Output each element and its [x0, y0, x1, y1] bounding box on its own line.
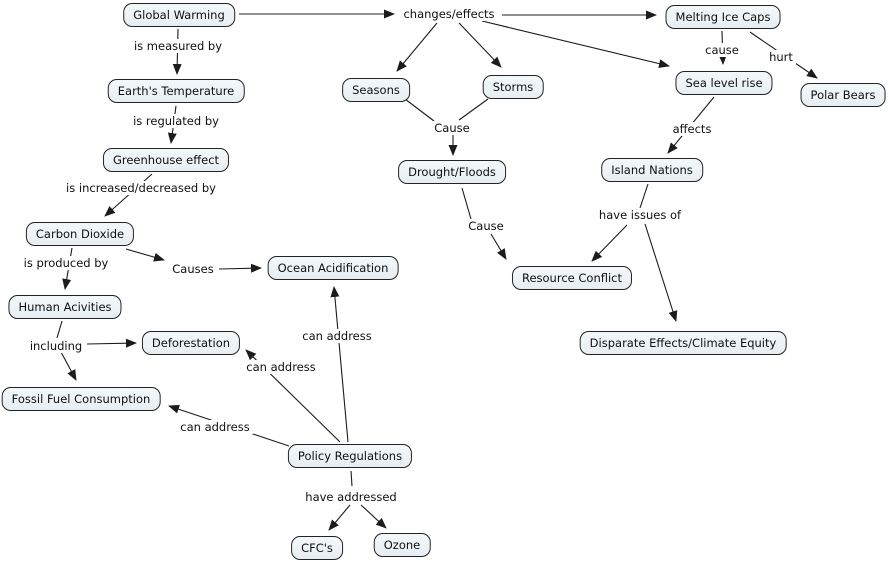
node-carbon-dioxide[interactable]: Carbon Dioxide	[25, 222, 135, 246]
node-resource-conflict[interactable]: Resource Conflict	[511, 266, 633, 290]
edge-policy-regulations-to-ocean-acidification	[330, 286, 349, 443]
link-label-hurt[interactable]: hurt	[766, 50, 796, 64]
edge-changes-effects-to-sea-level-rise	[481, 20, 670, 69]
edge-including-to-deforestation	[86, 338, 137, 348]
node-fossil-fuel-consumption[interactable]: Fossil Fuel Consumption	[1, 387, 161, 411]
link-label-causes[interactable]: Causes	[169, 262, 217, 276]
stub-human-acivities-to-including	[56, 320, 63, 339]
link-label-is-increased-decreased-by[interactable]: is increased/decreased by	[63, 181, 219, 195]
node-melting-ice-caps[interactable]: Melting Ice Caps	[665, 5, 781, 29]
link-label-is-produced-by[interactable]: is produced by	[20, 256, 112, 270]
node-ozone[interactable]: Ozone	[373, 533, 431, 557]
edge-including-to-fossil-fuel-consumption	[60, 351, 77, 381]
link-label-affects[interactable]: affects	[669, 122, 715, 136]
node-drought-floods[interactable]: Drought/Floods	[398, 160, 506, 184]
node-policy-regulations[interactable]: Policy Regulations	[287, 444, 413, 468]
node-island-nations[interactable]: Island Nations	[601, 158, 703, 182]
link-label-can-address-deforestation[interactable]: can address	[243, 360, 319, 374]
edge-changes-effects-to-seasons	[396, 22, 438, 72]
node-human-acivities[interactable]: Human Acivities	[8, 295, 122, 319]
node-cfcs[interactable]: CFC's	[291, 536, 343, 560]
link-label-can-address-ocean[interactable]: can address	[299, 329, 375, 343]
link-label-can-address-fossil[interactable]: can address	[177, 420, 253, 434]
node-sea-level-rise[interactable]: Sea level rise	[675, 71, 773, 95]
node-global-warming[interactable]: Global Warming	[123, 3, 235, 27]
node-deforestation[interactable]: Deforestation	[141, 331, 241, 355]
stub-storms-to-cause	[458, 98, 489, 121]
link-label-is-measured-by[interactable]: is measured by	[130, 39, 226, 53]
link-label-cause-drought[interactable]: Cause	[465, 219, 507, 233]
link-label-have-issues-of[interactable]: have issues of	[595, 208, 685, 222]
node-earths-temperature[interactable]: Earth's Temperature	[107, 79, 245, 103]
edge-have-addressed-to-cfcs	[328, 504, 351, 531]
stub-drought-floods-to-cause	[461, 187, 472, 220]
link-label-including[interactable]: including	[26, 339, 86, 353]
edge-cause-to-resource-conflict	[490, 233, 507, 260]
node-disparate-effects-climate-equity[interactable]: Disparate Effects/Climate Equity	[579, 331, 787, 355]
link-label-is-regulated-by[interactable]: is regulated by	[130, 114, 222, 128]
edge-have-issues-of-to-resource-conflict	[591, 224, 628, 262]
node-polar-bears[interactable]: Polar Bears	[800, 83, 886, 107]
edge-changes-effects-to-storms	[458, 22, 502, 68]
node-ocean-acidification[interactable]: Ocean Acidification	[267, 256, 399, 280]
stub-policy-regulations-to-have-addressed	[350, 470, 353, 487]
stub-seasons-to-cause	[404, 98, 435, 122]
stub-island-nations-to-have-issues-of	[639, 183, 649, 209]
edge-carbon-dioxide-to-causes-label	[125, 248, 165, 262]
link-label-cause-weather[interactable]: Cause	[431, 121, 473, 135]
link-label-changes-effects[interactable]: changes/effects	[400, 7, 498, 21]
node-greenhouse-effect[interactable]: Greenhouse effect	[102, 148, 230, 172]
node-storms[interactable]: Storms	[482, 75, 544, 99]
node-seasons[interactable]: Seasons	[342, 78, 410, 102]
link-label-cause-melting[interactable]: cause	[702, 43, 742, 57]
edge-have-addressed-to-ozone	[360, 504, 387, 529]
edge-have-issues-of-to-disparate-effects	[644, 223, 678, 322]
edge-causes-to-ocean-acidification	[218, 263, 262, 273]
link-label-have-addressed[interactable]: have addressed	[302, 490, 400, 504]
